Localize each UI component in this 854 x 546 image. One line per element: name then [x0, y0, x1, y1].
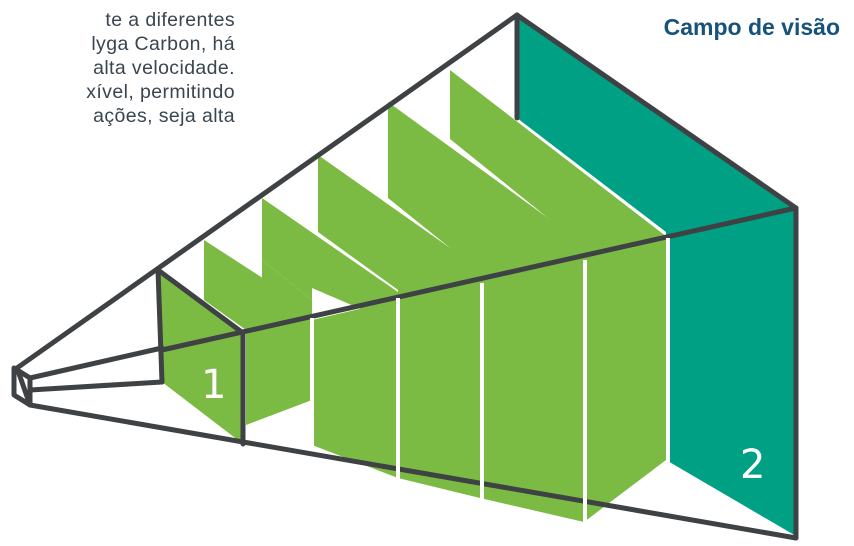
slice-gaps	[310, 238, 670, 522]
far-plane-label: 2	[740, 442, 765, 488]
depth-slice	[262, 198, 398, 325]
depth-slice	[262, 260, 312, 331]
text-line: lyga Carbon, há	[91, 33, 235, 55]
far-plane	[517, 15, 796, 536]
field-of-view-title: Campo de visão	[663, 14, 840, 40]
depth-slice	[312, 300, 398, 478]
text-line: ações, seja alta	[93, 105, 235, 127]
near-plane-label: 1	[201, 362, 226, 408]
body-text-fragment: te a diferentes lyga Carbon, há alta vel…	[0, 8, 235, 128]
text-line: xível, permitindo	[86, 81, 235, 103]
near-plane	[158, 272, 243, 444]
depth-slice	[584, 240, 666, 522]
depth-slice	[398, 285, 480, 498]
depth-slice	[204, 240, 312, 425]
text-line: te a diferentes	[105, 9, 235, 31]
depth-slice	[480, 262, 584, 522]
frustum-outline	[11, 12, 799, 541]
text-line: alta velocidade.	[93, 57, 235, 79]
